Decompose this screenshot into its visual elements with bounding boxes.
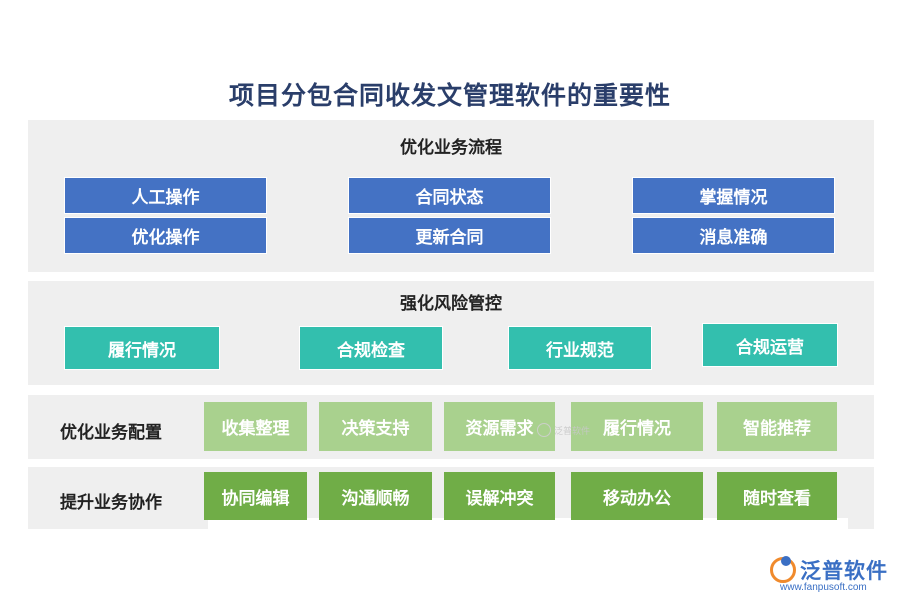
collab-item: 协同编辑 xyxy=(204,472,307,520)
process-item: 合同状态 xyxy=(348,177,551,214)
process-panel: 优化业务流程 人工操作 合同状态 掌握情况 优化操作 更新合同 消息准确 xyxy=(28,120,874,272)
risk-item: 合规检查 xyxy=(299,326,443,370)
risk-panel: 强化风险管控 履行情况 合规检查 行业规范 合规运营 xyxy=(28,281,874,385)
process-item: 优化操作 xyxy=(64,217,267,254)
config-item: 收集整理 xyxy=(204,402,307,451)
config-item: 履行情况 xyxy=(571,402,703,451)
process-item: 消息准确 xyxy=(632,217,835,254)
watermark-logo-icon xyxy=(537,423,551,437)
risk-panel-title: 强化风险管控 xyxy=(400,294,502,314)
process-item: 更新合同 xyxy=(348,217,551,254)
config-label: 优化业务配置 xyxy=(60,423,162,443)
process-panel-title: 优化业务流程 xyxy=(400,138,502,158)
collab-item: 误解冲突 xyxy=(444,472,555,520)
brand-logo: 泛普软件 xyxy=(770,555,888,585)
config-item: 智能推荐 xyxy=(717,402,837,451)
collab-band xyxy=(208,518,848,529)
process-item: 人工操作 xyxy=(64,177,267,214)
config-item: 决策支持 xyxy=(319,402,432,451)
process-item: 掌握情况 xyxy=(632,177,835,214)
risk-item: 履行情况 xyxy=(64,326,220,370)
collab-label: 提升业务协作 xyxy=(60,493,162,513)
watermark: 泛普软件 xyxy=(537,423,590,437)
page-title: 项目分包合同收发文管理软件的重要性 xyxy=(228,81,671,110)
collab-item: 移动办公 xyxy=(571,472,703,520)
collab-item: 随时查看 xyxy=(717,472,837,520)
risk-item: 行业规范 xyxy=(508,326,652,370)
brand-name: 泛普软件 xyxy=(800,559,888,583)
fanpu-logo-icon xyxy=(770,556,796,583)
config-item: 资源需求 xyxy=(444,402,555,451)
brand-url: www.fanpusoft.com xyxy=(780,582,867,593)
risk-item: 合规运营 xyxy=(702,323,838,367)
watermark-text: 泛普软件 xyxy=(554,426,591,437)
collab-item: 沟通顺畅 xyxy=(319,472,432,520)
